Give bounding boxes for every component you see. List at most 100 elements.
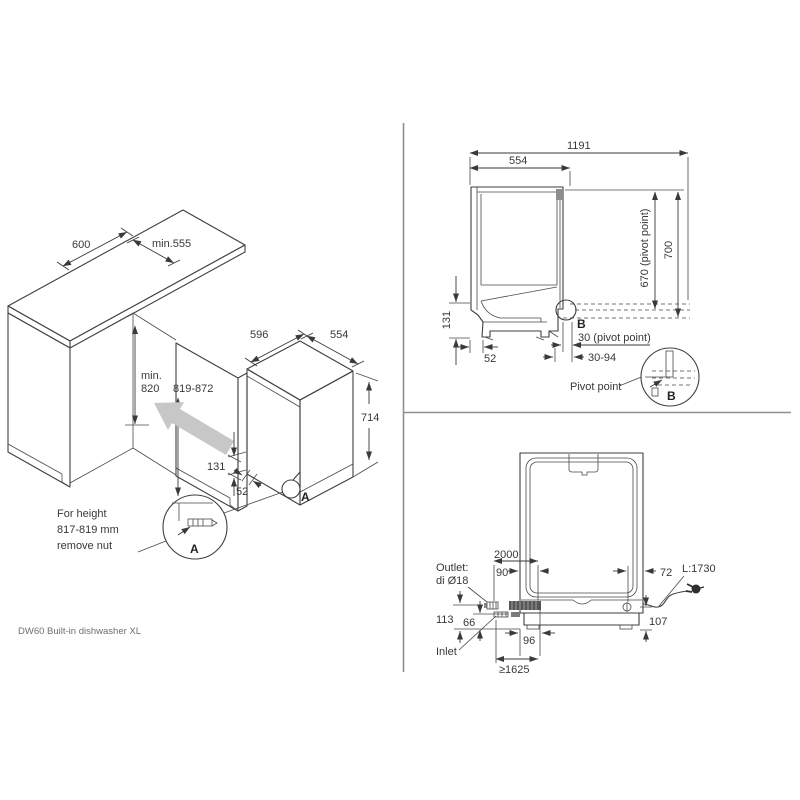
- dim-ext-kick-depth: [241, 469, 258, 486]
- dim-label-dw-width: 596: [250, 329, 268, 341]
- detail-b-door-section: [665, 350, 674, 378]
- dim-ext-pivot-offset: [562, 322, 573, 362]
- dim-label-side-front: 52: [484, 353, 496, 365]
- dim-label-outlet-offset: 90: [496, 567, 508, 579]
- dim-ext-side-front: [469, 340, 484, 353]
- plug-prongs: [685, 583, 694, 593]
- dim-label-cord-offset: 72: [660, 567, 672, 579]
- dim-line-dw-depth: [306, 335, 359, 365]
- side-top-bracket: [556, 189, 563, 200]
- dim-label-hose-offset: 96: [523, 635, 535, 647]
- side-view: 1191 554 670 (pivot point) 700 131 52 B …: [441, 140, 700, 407]
- dim-label-pivot-offset: 30 (pivot point): [578, 332, 651, 344]
- dim-label-hose-length: 2000: [494, 549, 518, 561]
- dw-door-plinth-line: [299, 463, 354, 493]
- outlet-hose-icon: [484, 601, 541, 610]
- rear-lower-line: [521, 599, 642, 605]
- right-cabinet-front-sliver: [237, 372, 248, 512]
- dim-label-adjust-range: 30-94: [588, 352, 616, 364]
- dim-label-niche-depth: min.555: [152, 238, 191, 250]
- outlet-label-2: di Ø18: [436, 575, 468, 587]
- dim-label-min-extension: ≥1625: [499, 664, 530, 676]
- rear-inner-outline-2: [529, 461, 634, 594]
- outlet-nipple: [486, 601, 499, 610]
- side-feet: [484, 330, 559, 341]
- note-line-1: For height: [57, 508, 107, 520]
- plug-icon: [685, 583, 705, 594]
- dim-label-cabinet-height: 819-872: [173, 383, 213, 395]
- dw-left-face-top-band: [246, 368, 301, 408]
- side-body: [470, 186, 564, 338]
- iso-view: 600 min.555 min. 820 819-872 596: [7, 209, 379, 560]
- dim-ticks-niche-depth: [126, 236, 181, 267]
- nut-icon-detail: [192, 519, 218, 527]
- dim-line-kick-depth-a: [233, 467, 243, 476]
- dim-label-side-base: 131: [441, 311, 453, 329]
- detail-b-leader: [618, 375, 645, 387]
- dim-label-base-height: 131: [207, 461, 225, 473]
- cord-length-leader: [658, 575, 685, 607]
- detail-a-label: A: [190, 542, 199, 556]
- inlet-pipe: [493, 611, 509, 618]
- outlet-tip: [484, 603, 487, 608]
- inlet-threads: [497, 612, 507, 617]
- dim-line-kick-depth-b: [252, 480, 262, 489]
- detail-leader-a: [223, 491, 284, 514]
- dim-label-dw-height: 714: [361, 412, 379, 424]
- dim-label-niche-height-2: 820: [141, 383, 159, 395]
- detail-b-caption: Pivot point: [570, 381, 621, 393]
- detail-a-corner-lines: [172, 502, 213, 521]
- product-caption: DW60 Built-in dishwasher XL: [18, 626, 141, 637]
- dim-line-niche-width: [62, 231, 128, 267]
- dim-line-niche-depth: [132, 239, 175, 264]
- dim-label-outlet-height: 113: [436, 614, 454, 626]
- dim-label-cord-height: 107: [649, 616, 667, 628]
- detail-b-arrow: [649, 379, 663, 388]
- marker-circle-b: [555, 299, 577, 321]
- dishwasher-iso: [246, 340, 354, 506]
- rear-view: 2000 90 72 L:1730 113 66 96 107: [436, 452, 716, 676]
- marker-label-a: A: [301, 490, 310, 504]
- rear-foot-right: [619, 624, 633, 630]
- dim-label-pivot-height: 670 (pivot point): [639, 209, 651, 288]
- dim-ext-cord-height: [640, 606, 652, 631]
- outlet-threads: [489, 602, 497, 609]
- dim-label-side-depth: 554: [509, 155, 527, 167]
- insertion-arrow: [154, 402, 234, 455]
- detail-a-arrow: [177, 526, 191, 536]
- dim-label-door-height: 700: [663, 241, 675, 259]
- left-cabinet-plinth: [7, 443, 71, 488]
- detail-b-dashed: [652, 370, 695, 386]
- note-leader: [137, 540, 167, 553]
- countertop-top: [7, 209, 246, 342]
- plug-body: [691, 584, 701, 594]
- rear-body: [519, 452, 644, 614]
- inlet-hose-icon: [493, 611, 520, 618]
- outlet-label-1: Outlet:: [436, 562, 468, 574]
- dim-label-total-depth: 1191: [567, 140, 591, 152]
- note-line-2: 817-819 mm: [57, 524, 119, 536]
- nut-icon: [187, 518, 213, 527]
- detail-b-foot: [651, 387, 659, 397]
- dim-ext-hose-length: [493, 565, 539, 601]
- plug-nub: [699, 586, 705, 589]
- marker-circle-a: [281, 479, 301, 499]
- rear-top-notch: [568, 454, 599, 476]
- dim-label-dw-depth: 554: [330, 329, 348, 341]
- dim-line-dw-width: [250, 333, 305, 363]
- side-body-lines: [476, 187, 563, 323]
- rear-base: [523, 612, 640, 626]
- rear-foot-left: [526, 624, 540, 630]
- detail-circle-a: A: [162, 494, 228, 560]
- dim-label-niche-height-1: min.: [141, 370, 162, 382]
- inlet-label: Inlet: [436, 646, 457, 658]
- dim-label-niche-width: 600: [72, 239, 90, 251]
- dim-ticks-dw-depth: [300, 332, 365, 368]
- dw-top-face: [246, 340, 354, 401]
- inlet-leader: [458, 615, 497, 651]
- dw-door-face: [299, 370, 354, 506]
- outlet-leader: [467, 586, 488, 603]
- dim-ext-dw-height: [352, 372, 379, 478]
